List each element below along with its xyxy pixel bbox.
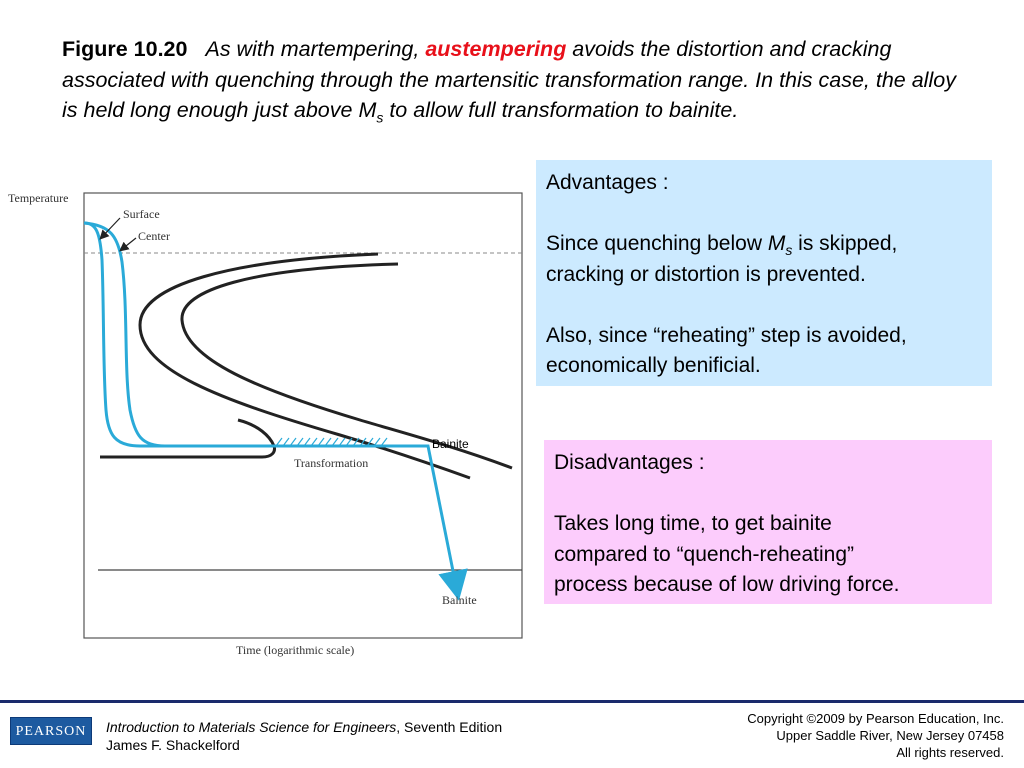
center-label: Center (138, 229, 170, 243)
caption-highlight: austempering (425, 37, 567, 61)
transformation-label: Transformation (294, 456, 368, 470)
advantages-line-3: Also, since “reheating” step is avoided, (546, 323, 907, 347)
bainite-start-curve (100, 418, 276, 459)
book-author: James F. Shackelford (106, 737, 240, 753)
book-edition: , Seventh Edition (396, 719, 503, 735)
book-citation: Introduction to Materials Science for En… (106, 718, 502, 754)
advantages-line-2: cracking or distortion is prevented. (546, 262, 866, 286)
disadvantages-box: Disadvantages : Takes long time, to get … (544, 440, 992, 604)
advantages-box: Advantages : Since quenching below Ms is… (536, 160, 992, 386)
advantages-line-4: economically benificial. (546, 354, 761, 377)
disadvantages-line-1: Takes long time, to get bainite (554, 512, 832, 535)
pearlite-finish-curve (180, 262, 513, 470)
caption-text-1: As with martempering, (205, 37, 426, 61)
austempering-diagram: Temperature Surface Center Transformatio… (8, 191, 523, 657)
surface-pointer (99, 217, 121, 240)
footer-rule (0, 700, 1024, 703)
advantages-text: is skipped, (792, 232, 898, 255)
bainite-label-bottom: Bainite (442, 593, 477, 607)
disadvantages-line-2: compared to “quench-reheating” (554, 542, 855, 566)
caption-text-2: avoids the distortion and cracking assoc… (62, 37, 956, 122)
pearlite-start-curve (138, 252, 471, 480)
figure-caption: Figure 10.20 As with martempering, austem… (62, 34, 962, 126)
advantages-line-1: Since quenching below Ms is skipped, (546, 229, 982, 260)
ms-subscript: s (785, 242, 793, 259)
advantages-heading: Advantages : (546, 171, 669, 194)
ms-symbol: M (767, 232, 786, 255)
pearson-logo: PEARSON (10, 717, 92, 745)
copyright-line-2: Upper Saddle River, New Jersey 07458 (776, 728, 1004, 743)
disadvantages-line-3: process because of low driving force. (554, 573, 900, 596)
surface-label: Surface (123, 207, 160, 221)
figure-label: Figure 10.20 (62, 37, 188, 61)
copyright-line-1: Copyright ©2009 by Pearson Education, In… (747, 711, 1004, 726)
advantages-ms: Ms (767, 232, 793, 259)
book-title: Introduction to Materials Science for En… (106, 719, 397, 735)
copyright-notice: Copyright ©2009 by Pearson Education, In… (747, 710, 1004, 761)
bainite-label-top: Bainite (432, 437, 469, 451)
center-cooling-curve (83, 221, 468, 601)
x-axis-label: Time (logarithmic scale) (236, 643, 354, 657)
caption-text-3: to allow full transformation to bainite. (383, 98, 739, 122)
copyright-line-3: All rights reserved. (896, 745, 1004, 760)
y-axis-label: Temperature (8, 191, 68, 205)
disadvantages-heading: Disadvantages : (554, 451, 705, 474)
plot-frame (83, 192, 523, 639)
advantages-text: Since quenching below (546, 232, 768, 255)
surface-cooling-curve (83, 221, 272, 448)
caption-subscript: s (376, 109, 384, 126)
center-pointer (119, 237, 137, 252)
